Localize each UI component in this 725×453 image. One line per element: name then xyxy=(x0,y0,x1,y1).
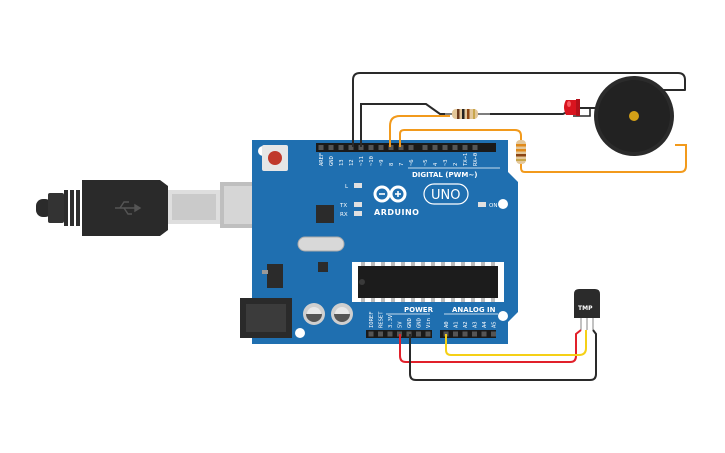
analog-header-label: ANALOG IN xyxy=(452,306,496,314)
power-pin-label: GND xyxy=(407,318,413,328)
digital-header-label: DIGITAL (PWM~) xyxy=(412,171,477,179)
digital-pin[interactable] xyxy=(348,145,354,150)
arduino-logo xyxy=(373,185,407,203)
analog-pin-label: A2 xyxy=(463,321,469,328)
capacitor xyxy=(331,303,353,325)
digital-pin-label: 12 xyxy=(349,159,355,166)
analog-pin[interactable] xyxy=(491,331,496,337)
led-on xyxy=(478,202,486,207)
digital-pin-label: 13 xyxy=(339,159,345,166)
power-pin[interactable] xyxy=(425,331,431,337)
digital-pin-label: 8 xyxy=(389,163,395,166)
digital-pin[interactable] xyxy=(462,145,468,150)
digital-pin[interactable] xyxy=(432,145,438,150)
digital-pin-label: ~5 xyxy=(423,159,429,166)
digital-pin-label: AREF xyxy=(319,153,325,166)
wire-5v[interactable] xyxy=(399,329,582,363)
analog-pin[interactable] xyxy=(453,331,458,337)
analog-pin-label: A5 xyxy=(492,321,498,328)
digital-pin[interactable] xyxy=(422,145,428,150)
led[interactable] xyxy=(564,99,580,116)
resistor[interactable] xyxy=(445,109,490,119)
reset-button[interactable] xyxy=(262,145,288,171)
usb-icon xyxy=(115,201,142,215)
wire-pin9[interactable] xyxy=(399,129,687,173)
digital-pin-label: 4 xyxy=(433,162,439,166)
wire-pin10[interactable] xyxy=(389,115,450,147)
regulator-chip xyxy=(318,262,328,272)
power-pin[interactable] xyxy=(368,331,374,337)
digital-pin-label: 7 xyxy=(399,163,405,166)
power-pin[interactable] xyxy=(387,331,393,337)
analog-pin-label: A4 xyxy=(482,321,488,328)
digital-pin[interactable] xyxy=(328,145,334,150)
analog-pin-label: A3 xyxy=(473,321,479,328)
digital-pin[interactable] xyxy=(358,145,364,150)
wire-a0[interactable] xyxy=(445,330,587,356)
usb-chip xyxy=(316,205,334,223)
led-rx xyxy=(354,211,362,216)
analog-pin[interactable] xyxy=(472,331,477,337)
power-pin-label: Vin xyxy=(426,318,432,328)
label-l: L xyxy=(345,184,349,190)
digital-pin-label: ~9 xyxy=(379,159,385,166)
power-pin-label: 5V xyxy=(398,321,404,328)
digital-pin[interactable] xyxy=(388,145,394,150)
digital-pin[interactable] xyxy=(408,145,414,150)
power-header-label: POWER xyxy=(404,306,434,314)
power-pin-label: GND xyxy=(417,318,423,328)
digital-pin-label: TX→1 xyxy=(463,153,469,166)
power-pin-label: RESET xyxy=(379,311,385,328)
label-rx: RX xyxy=(340,212,348,218)
analog-pin[interactable] xyxy=(462,331,468,337)
piezo-buzzer[interactable] xyxy=(594,76,674,156)
digital-pin[interactable] xyxy=(338,145,344,150)
digital-pin-label: ~11 xyxy=(359,156,365,166)
label-on: ON xyxy=(489,203,497,209)
model-name: UNO xyxy=(431,188,460,203)
digital-pin[interactable] xyxy=(472,145,478,150)
digital-pin-label: ~10 xyxy=(369,156,375,166)
microcontroller-chip xyxy=(352,262,504,302)
digital-pin[interactable] xyxy=(442,145,448,150)
power-pin-label: IOREF xyxy=(369,311,375,328)
voltage-regulator xyxy=(267,264,283,288)
resistor[interactable] xyxy=(516,140,526,164)
label-tx: TX xyxy=(339,203,347,209)
power-jack xyxy=(240,298,292,338)
power-pin[interactable] xyxy=(378,331,383,337)
digital-pin-label: ~3 xyxy=(443,159,449,166)
led-l xyxy=(354,183,362,188)
digital-pin-label: GND xyxy=(329,156,335,166)
power-pin-label: 3.3V xyxy=(388,314,394,328)
brand-name: ARDUINO xyxy=(374,208,419,217)
analog-pin-label: A0 xyxy=(444,321,450,328)
temperature-sensor[interactable]: TMP xyxy=(574,289,600,330)
wire-gnd-to-buzzer[interactable] xyxy=(352,72,686,147)
digital-pin-label: RX←0 xyxy=(473,153,479,166)
sensor-label: TMP xyxy=(578,305,593,312)
digital-pin[interactable] xyxy=(398,145,404,150)
arduino-uno-board[interactable]: L TX RX ON ARDUINO UNO AREF GND 13 12 ~11 ~10… xyxy=(240,140,518,344)
capacitor xyxy=(303,303,325,325)
analog-pin[interactable] xyxy=(481,331,487,337)
crystal-oscillator xyxy=(297,236,345,252)
analog-pin-label: A1 xyxy=(454,321,460,328)
digital-pin[interactable] xyxy=(318,145,324,150)
digital-pin[interactable] xyxy=(452,145,458,150)
digital-pin-label: ~6 xyxy=(409,159,415,166)
digital-pin[interactable] xyxy=(378,145,384,150)
led-tx xyxy=(354,202,362,207)
usb-cable[interactable] xyxy=(36,180,288,236)
digital-pin-label: 2 xyxy=(453,163,459,166)
wire-gnd[interactable] xyxy=(409,329,597,381)
digital-pin[interactable] xyxy=(368,145,374,150)
power-pin[interactable] xyxy=(416,331,421,337)
